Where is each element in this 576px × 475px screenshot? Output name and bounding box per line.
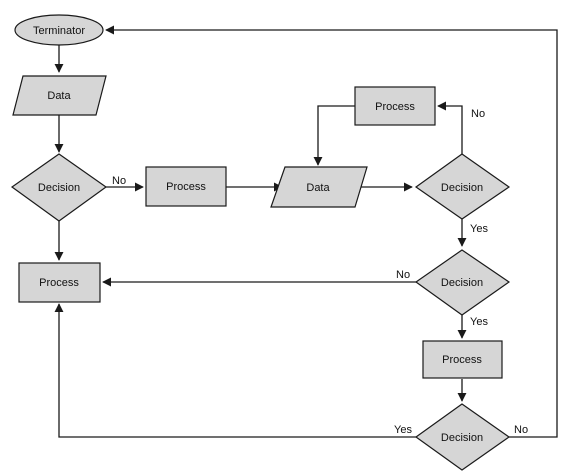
shapes: Terminator Data Decision Process Data Pr… <box>10 14 511 471</box>
data-node-2 <box>270 166 368 208</box>
connectors <box>54 25 558 438</box>
process-node-1-label: Process <box>166 181 206 193</box>
connector-decision-4-yes-to-process-left <box>54 303 416 438</box>
process-node-top-label: Process <box>375 101 415 113</box>
decision-node-3-label: Decision <box>441 277 483 289</box>
process-node-4 <box>422 340 503 379</box>
connector-process-top-down-to-data <box>313 105 355 166</box>
decision-node-1 <box>10 153 108 222</box>
data-node-1-label: Data <box>47 90 71 102</box>
process-node-left-label: Process <box>39 277 79 289</box>
edge-label-yes-2: Yes <box>470 223 488 235</box>
decision-node-4 <box>414 403 511 471</box>
data-node-2-label: Data <box>306 182 330 194</box>
process-node-1 <box>145 166 227 207</box>
edge-label-no-4: No <box>514 424 528 436</box>
edge-label-no-3: No <box>396 269 410 281</box>
decision-node-2 <box>414 153 511 220</box>
decision-node-3 <box>414 249 511 316</box>
decision-node-2-label: Decision <box>441 182 483 194</box>
edge-labels: No No Yes No Yes Yes No <box>112 108 528 436</box>
decision-node-1-label: Decision <box>38 182 80 194</box>
edge-label-yes-4: Yes <box>394 424 412 436</box>
terminator-node <box>14 14 104 46</box>
edge-label-no-2: No <box>471 108 485 120</box>
decision-node-4-label: Decision <box>441 432 483 444</box>
connector-decision-4-no-to-terminator <box>105 25 558 438</box>
data-node-1 <box>12 75 107 116</box>
terminator-label: Terminator <box>33 25 85 37</box>
connector-decision-2-up-to-process-top <box>437 101 463 154</box>
edge-label-yes-3: Yes <box>470 316 488 328</box>
process-node-4-label: Process <box>442 354 482 366</box>
edge-label-no-1: No <box>112 175 126 187</box>
process-node-top <box>354 86 436 126</box>
process-node-left <box>18 262 101 303</box>
